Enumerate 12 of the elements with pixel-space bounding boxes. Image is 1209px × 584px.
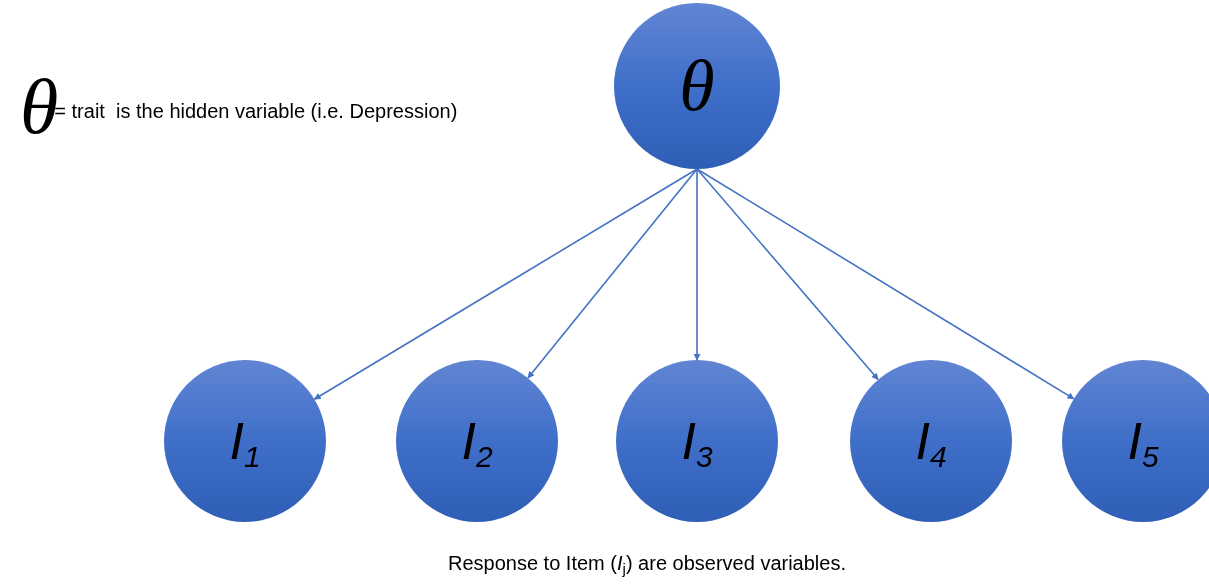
item-symbol: I$_{3}$ bbox=[681, 415, 713, 467]
caption-text: Response to Item (I$_{j}$) are observed variables. bbox=[448, 551, 846, 578]
arrow bbox=[313, 168, 698, 401]
item-symbol: I$_{4}$ bbox=[915, 415, 947, 467]
arrow bbox=[696, 168, 879, 381]
arrow bbox=[693, 168, 701, 361]
item-symbol: I$_{1}$ bbox=[229, 415, 261, 467]
theta-symbol: θ bbox=[679, 50, 715, 122]
item-symbol: I$_{2}$ bbox=[461, 415, 493, 467]
arrow bbox=[696, 168, 1075, 400]
arrow bbox=[527, 168, 698, 379]
item-symbol: I$_{5}$ bbox=[1127, 415, 1159, 467]
